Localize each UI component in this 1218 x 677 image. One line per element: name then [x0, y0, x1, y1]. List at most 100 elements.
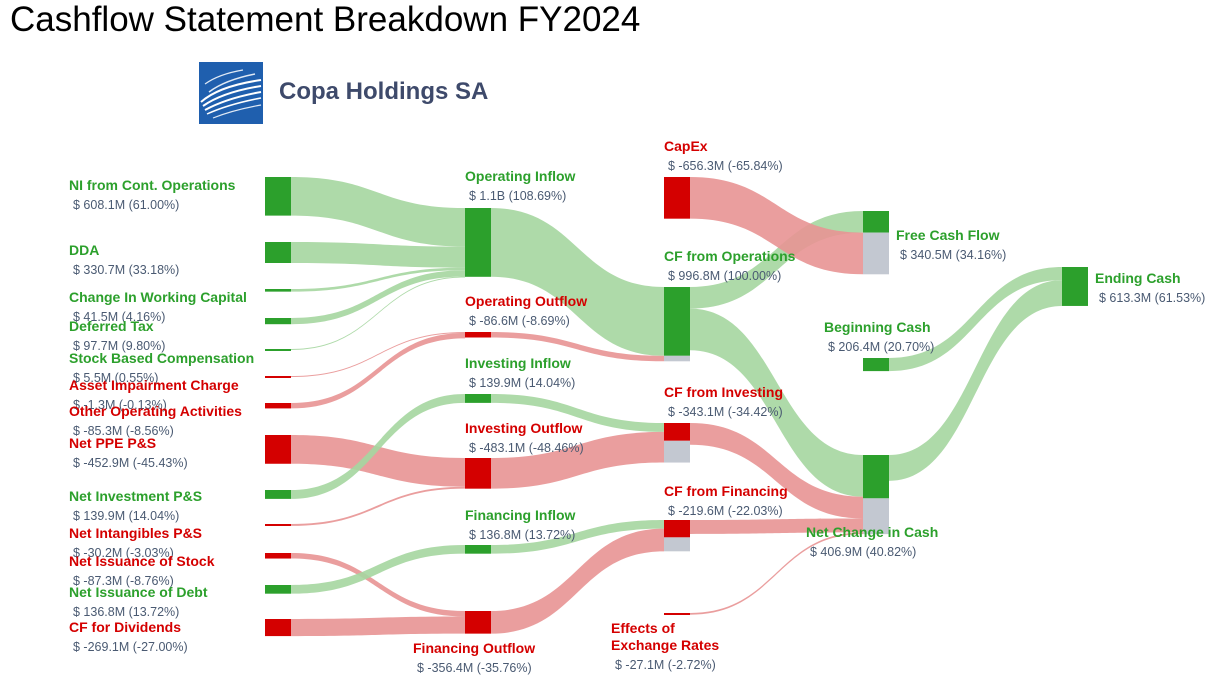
- node-bar-cfo: [664, 287, 690, 356]
- node-bar-cfi: [664, 423, 690, 441]
- link-cfo-to-nc: [690, 308, 863, 497]
- node-label-stock: Net Issuance of Stock: [69, 553, 215, 569]
- node-label-opout: Operating Outflow: [465, 293, 587, 309]
- node-bar-opin: [465, 208, 491, 277]
- node-value-ec: $ 613.3M (61.53%): [1099, 291, 1205, 305]
- link-ooa-to-opout: [291, 333, 465, 409]
- node-label-ni: NI from Cont. Operations: [69, 177, 236, 193]
- node-label-finout: Financing Outflow: [413, 640, 535, 656]
- node-cfo: [664, 287, 690, 362]
- node-label-ooa: Other Operating Activities: [69, 403, 242, 419]
- node-label-debt: Net Issuance of Debt: [69, 584, 208, 600]
- node-value-opin: $ 1.1B (108.69%): [469, 189, 566, 203]
- node-bar-dt: [265, 318, 291, 325]
- node-bar-cff: [664, 520, 690, 538]
- node-value-div: $ -269.1M (-27.00%): [73, 640, 188, 654]
- node-bar-fx: [664, 613, 690, 615]
- node-label-opin: Operating Inflow: [465, 168, 576, 184]
- node-ppe: [265, 435, 291, 464]
- node-value-invout: $ -483.1M (-48.46%): [469, 441, 584, 455]
- node-value-bc: $ 206.4M (20.70%): [828, 340, 934, 354]
- node-bar-sbc: [265, 349, 291, 351]
- node-bar-bc: [863, 358, 889, 372]
- node-value-dda: $ 330.7M (33.18%): [73, 263, 179, 277]
- node-label-cff: CF from Financing: [664, 483, 788, 499]
- node-bar-capex: [664, 177, 690, 219]
- node-debt: [265, 585, 291, 594]
- node-label-bc: Beginning Cash: [824, 319, 931, 335]
- node-bar-nc: [863, 455, 889, 499]
- node-bc: [863, 358, 889, 372]
- node-bar-remainder-cfi: [664, 440, 690, 463]
- link-div-to-finout: [291, 616, 465, 637]
- node-label-div: CF for Dividends: [69, 619, 181, 635]
- link-dt-to-opin: [291, 270, 465, 325]
- link-aic-to-opout: [291, 332, 465, 377]
- link-ppe-to-invout: [291, 435, 465, 487]
- node-bar-stock: [265, 553, 291, 559]
- node-value-nc: $ 406.9M (40.82%): [810, 545, 916, 559]
- node-value-inv: $ 139.9M (14.04%): [73, 509, 179, 523]
- node-bar-invin: [465, 394, 491, 403]
- node-value-aic: $ -1.3M (-0.13%): [73, 398, 167, 412]
- node-cfi: [664, 423, 690, 463]
- node-bar-remainder-cff: [664, 537, 690, 552]
- node-value-cff: $ -219.6M (-22.03%): [668, 504, 783, 518]
- node-value-cfi: $ -343.1M (-34.42%): [668, 405, 783, 419]
- node-value-dt: $ 97.7M (9.80%): [73, 339, 165, 353]
- link-bc-to-ec: [889, 267, 1062, 372]
- node-opout: [465, 332, 491, 338]
- node-label-ppe: Net PPE P&S: [69, 435, 156, 451]
- node-invout: [465, 458, 491, 489]
- node-label-sbc: Stock Based Compensation: [69, 350, 254, 366]
- node-label-finin: Financing Inflow: [465, 507, 576, 523]
- node-value-debt: $ 136.8M (13.72%): [73, 605, 179, 619]
- node-cff: [664, 520, 690, 552]
- link-finin-to-cff: [491, 520, 664, 554]
- node-invin: [465, 394, 491, 403]
- link-finout-to-cff: [491, 528, 664, 634]
- node-label-intg: Net Intangibles P&S: [69, 525, 202, 541]
- node-label-aic: Asset Impairment Charge: [69, 377, 239, 393]
- node-value-sbc: $ 5.5M (0.55%): [73, 371, 158, 385]
- sankey-nodes: [265, 177, 1088, 637]
- node-label-dt: Deferred Tax: [69, 318, 154, 334]
- node-bar-aic: [265, 376, 291, 378]
- node-label-cfi: CF from Investing: [664, 384, 783, 400]
- link-invin-to-cfi: [491, 394, 664, 432]
- node-bar-remainder-cfo: [664, 355, 690, 362]
- node-bar-dda: [265, 242, 291, 263]
- node-intg: [265, 524, 291, 526]
- link-capex-to-fcf: [690, 177, 863, 275]
- page-title: Cashflow Statement Breakdown FY2024: [10, 0, 641, 39]
- node-label-inv: Net Investment P&S: [69, 488, 202, 504]
- node-bar-remainder-fcf: [863, 232, 889, 275]
- node-bar-finin: [465, 545, 491, 554]
- node-value-stock: $ -87.3M (-8.76%): [73, 574, 174, 588]
- node-label-fcf: Free Cash Flow: [896, 227, 1000, 243]
- node-value-fx: $ -27.1M (-2.72%): [615, 658, 716, 672]
- link-debt-to-finin: [291, 545, 465, 594]
- node-value-capex: $ -656.3M (-65.84%): [668, 159, 783, 173]
- node-ooa: [265, 403, 291, 409]
- link-sbc-to-opin: [291, 276, 465, 350]
- node-finin: [465, 545, 491, 554]
- node-label-fx: Exchange Rates: [611, 637, 719, 653]
- node-label-cfo: CF from Operations: [664, 248, 796, 264]
- link-dda-to-opin: [291, 242, 465, 268]
- node-capex: [664, 177, 690, 219]
- node-bar-invout: [465, 458, 491, 489]
- node-nc: [863, 455, 889, 535]
- node-bar-finout: [465, 611, 491, 634]
- node-sbc: [265, 349, 291, 351]
- node-bar-debt: [265, 585, 291, 594]
- node-label-nc: Net Change in Cash: [806, 524, 938, 540]
- node-value-finin: $ 136.8M (13.72%): [469, 528, 575, 542]
- node-bar-div: [265, 619, 291, 637]
- sankey-links: [291, 177, 1062, 637]
- node-bar-intg: [265, 524, 291, 526]
- node-fx: [664, 613, 690, 615]
- node-bar-ooa: [265, 403, 291, 409]
- company-logo: [199, 62, 263, 124]
- node-value-intg: $ -30.2M (-3.03%): [73, 546, 174, 560]
